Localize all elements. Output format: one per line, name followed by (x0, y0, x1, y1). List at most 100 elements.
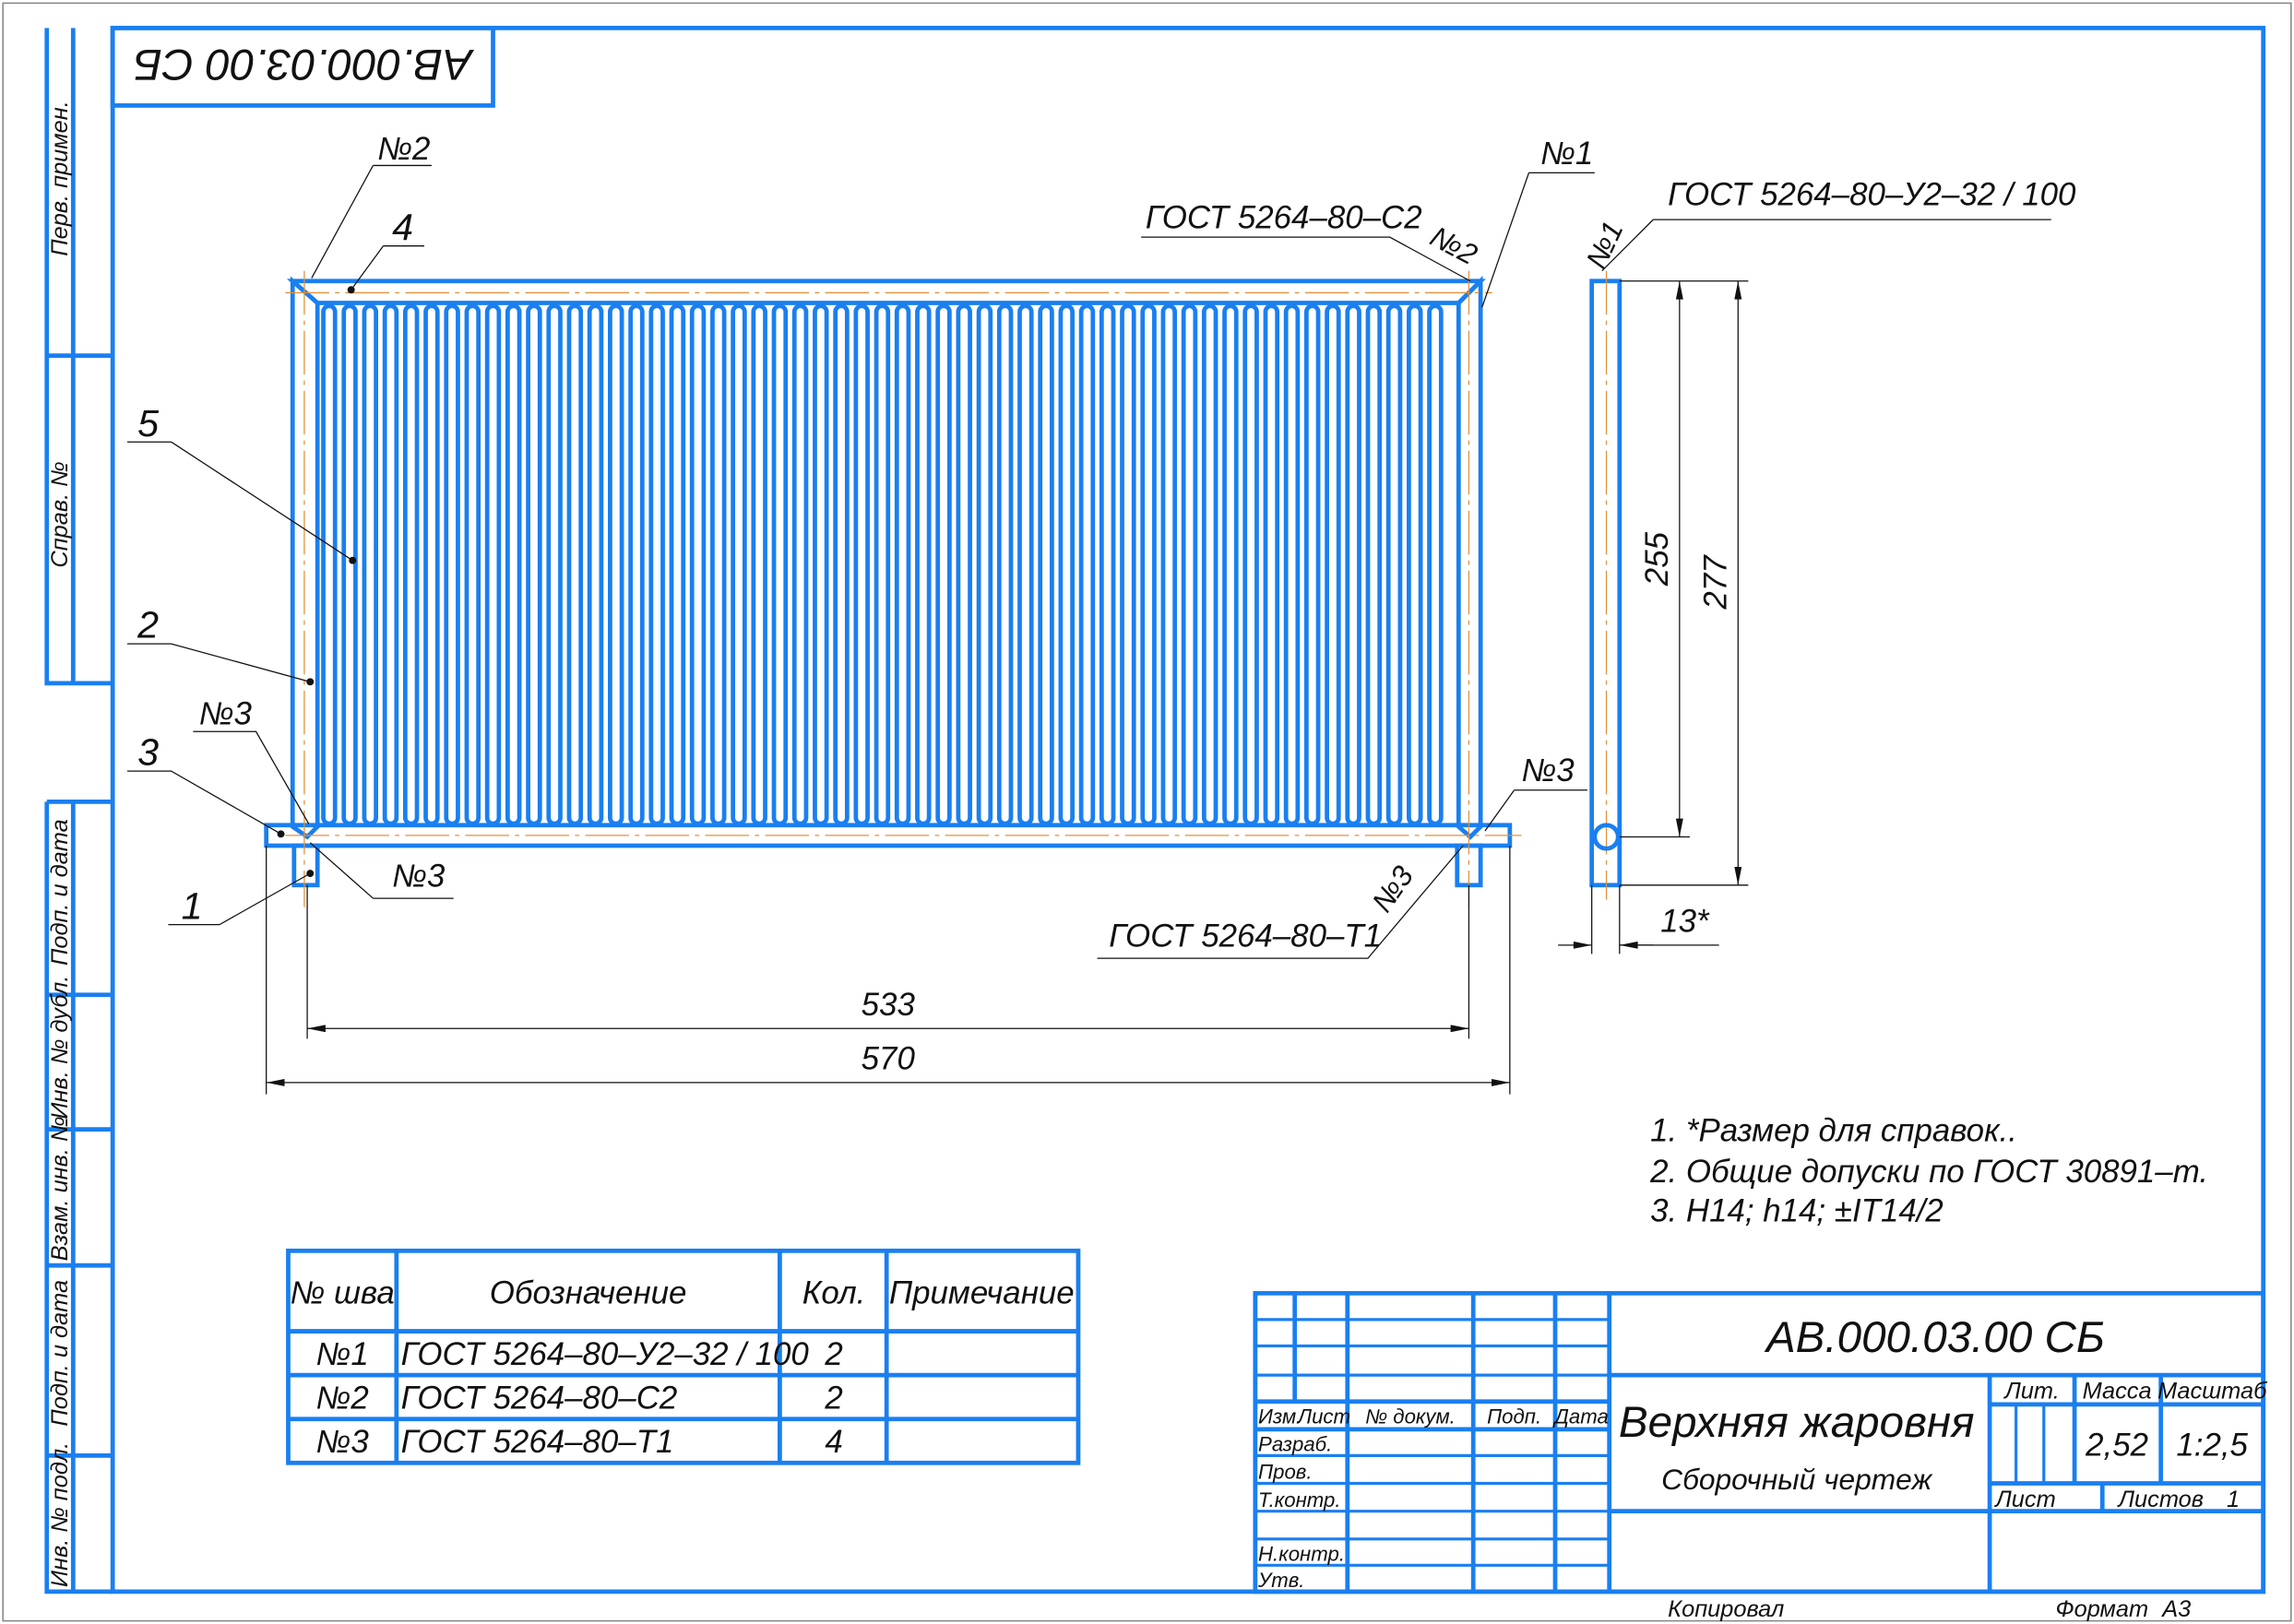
callout-pos2: 2 (137, 604, 159, 646)
tube (1283, 303, 1301, 826)
tube (791, 303, 809, 826)
tube (710, 303, 727, 826)
tube (1017, 303, 1034, 826)
tube (587, 303, 604, 826)
tube (1365, 303, 1383, 826)
col-podp: Подп. (1487, 1405, 1541, 1428)
tube (1120, 303, 1136, 826)
sheets-value: 1 (2227, 1487, 2240, 1512)
callout-pos5: 5 (137, 402, 160, 445)
tube (321, 303, 338, 826)
callout-gost-u2: ГОСТ 5264–80–У2–32 / 100 (1668, 176, 2076, 212)
tube (608, 303, 624, 826)
role-nkontr: Н.контр. (1258, 1543, 1345, 1566)
tube (464, 303, 481, 826)
title-name: Верхняя жаровня (1619, 1398, 1975, 1447)
callout-gost-t1: ГОСТ 5264–80–Т1 (1109, 918, 1382, 954)
scale-label: Масштаб (2157, 1379, 2267, 1405)
mass-label: Масса (2083, 1379, 2152, 1405)
tube (853, 303, 870, 826)
tube (956, 303, 972, 826)
tube (1078, 303, 1096, 826)
format-value: А3 (2160, 1596, 2191, 1622)
dim-570: 570 (862, 1041, 916, 1077)
callout-weld1-side: №1 (1579, 216, 1630, 273)
col-izm: Изм. (1258, 1405, 1302, 1428)
part-1-left-leg (291, 843, 320, 888)
tube (1201, 303, 1218, 826)
tube (731, 303, 747, 826)
side-label-podp-data-2: Подп. и дата (47, 1280, 73, 1427)
tube (1304, 303, 1321, 826)
tube (1427, 303, 1444, 826)
col-list: Лист (1296, 1405, 1350, 1428)
mass-value: 2,52 (2085, 1427, 2148, 1463)
cell-designation: ГОСТ 5264–80–У2–32 / 100 (401, 1336, 810, 1372)
tube (771, 303, 789, 826)
side-label-vzam-inv: Взам. инв. № (47, 1117, 73, 1262)
title-doc-type: Сборочный чертеж (1661, 1463, 1932, 1496)
side-strip: Перв. примен. Справ. № Подп. и дата Инв.… (44, 28, 113, 1594)
callout-weld2-tl: №2 (377, 131, 430, 167)
tube (1038, 303, 1054, 826)
weld-table: № шва Обозначение Кол. Примечание №1 ГОС… (286, 1248, 1081, 1465)
tube (915, 303, 932, 826)
tube (894, 303, 911, 826)
tube (976, 303, 993, 826)
callout-weld3-r: №3 (1522, 753, 1575, 788)
tube (484, 303, 502, 826)
part-4-top-tube (286, 279, 1486, 305)
note-1: 1. *Размер для справок.. (1650, 1112, 2017, 1148)
rotated-stamp-text: АВ.000.03.00 СБ (134, 40, 475, 89)
tube (382, 303, 399, 826)
tube (1385, 303, 1403, 826)
drawing-frame (110, 25, 2266, 1594)
weld-table-header-qty: Кол. (802, 1274, 866, 1310)
sheet-label: Лист (1993, 1487, 2055, 1512)
role-tkontr: Т.контр. (1258, 1488, 1341, 1511)
tube (423, 303, 440, 826)
cell-designation: ГОСТ 5264–80–С2 (401, 1381, 678, 1417)
side-label-inv-dubl: Инв. № дубл. (47, 976, 73, 1120)
role-razrab: Разраб. (1258, 1433, 1332, 1456)
dim-13-ref: 13* (1660, 904, 1710, 940)
title-designation: АВ.000.03.00 СБ (1764, 1313, 2105, 1362)
side-label-perv-primen: Перв. примен. (47, 101, 73, 256)
tube (1222, 303, 1239, 826)
callout-gost-c2: ГОСТ 5264–80–С2 (1146, 200, 1422, 236)
tube (669, 303, 686, 826)
tube (1407, 303, 1423, 826)
callout-weld3-bl: №3 (392, 858, 446, 894)
tube (505, 303, 522, 826)
callout-weld1-tr: №1 (1540, 136, 1593, 172)
tube (648, 303, 665, 826)
col-data: Дата (1551, 1405, 1609, 1428)
cell-weld-no: №2 (316, 1381, 369, 1417)
cell-qty: 4 (825, 1424, 842, 1460)
title-block: АВ.000.03.00 СБ Верхняя жаровня Сборочны… (1253, 1290, 2267, 1622)
tube (874, 303, 891, 826)
tube (996, 303, 1014, 826)
table-row: №3 ГОСТ 5264–80–Т1 4 (316, 1424, 843, 1460)
note-2: 2. Общие допуски по ГОСТ 30891–т. (1649, 1154, 2208, 1190)
side-label-inv-podl: Инв. № подл. (47, 1442, 73, 1587)
table-row: №1 ГОСТ 5264–80–У2–32 / 100 2 (316, 1336, 843, 1372)
tube (1099, 303, 1116, 826)
tube (402, 303, 420, 826)
tube (1181, 303, 1198, 826)
side-label-podp-data: Подп. и дата (47, 819, 73, 966)
note-3: 3. H14; h14; ±IT14/2 (1650, 1193, 1943, 1229)
tube-bank (321, 303, 1444, 826)
tube (628, 303, 645, 826)
front-view (264, 270, 1522, 907)
cell-weld-no: №1 (316, 1336, 369, 1372)
table-row: №2 ГОСТ 5264–80–С2 2 (316, 1381, 843, 1417)
callout-pos3: 3 (137, 731, 159, 774)
tube (751, 303, 767, 826)
tube (935, 303, 952, 826)
format-label: Формат (2055, 1596, 2148, 1622)
centerlines (285, 270, 1522, 907)
cell-qty: 2 (824, 1336, 842, 1372)
cell-designation: ГОСТ 5264–80–Т1 (401, 1424, 674, 1460)
dim-533: 533 (862, 987, 916, 1023)
